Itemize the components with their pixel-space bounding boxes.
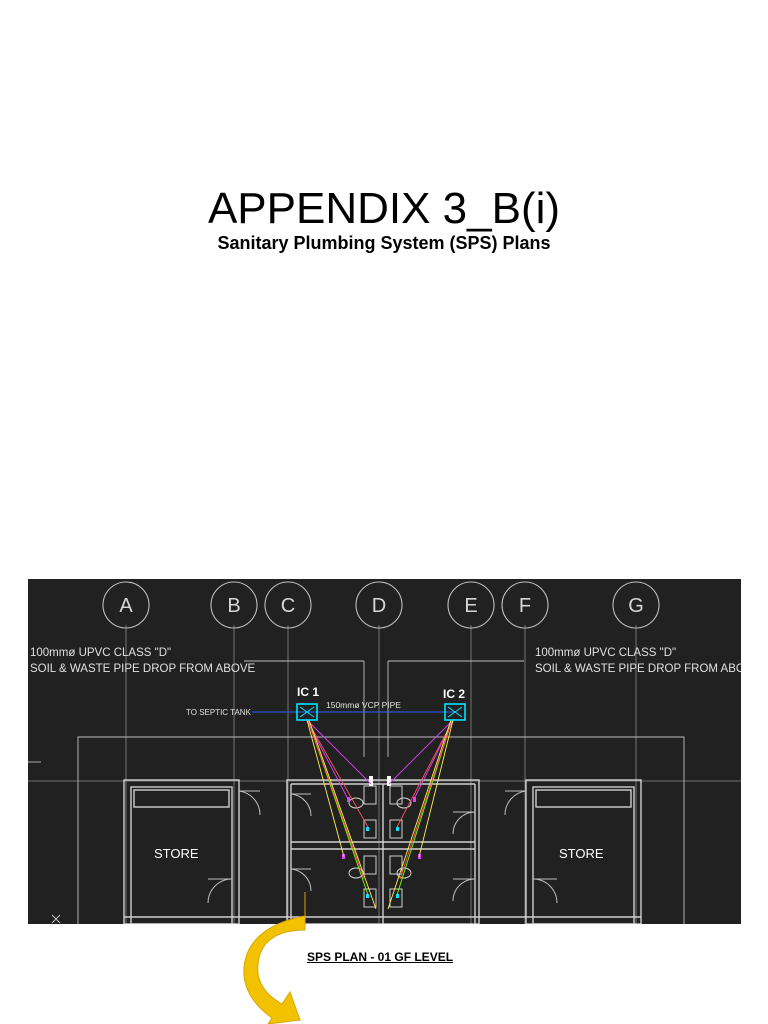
door-swing-toilet-3 xyxy=(452,811,476,835)
store-left-inner xyxy=(130,786,233,924)
door-swing-store-left xyxy=(207,878,233,904)
grid-labels: A B C D E F G xyxy=(119,595,643,617)
inspection-chambers xyxy=(296,703,466,721)
pipe-ic2-red-2 xyxy=(399,719,453,880)
pipe-ic1-red-2 xyxy=(307,719,365,880)
grid-bubble-c xyxy=(264,581,312,629)
grid-label-b: B xyxy=(227,595,240,617)
fixture-7 xyxy=(363,888,377,908)
fixture-4 xyxy=(389,819,403,839)
door-swing-toilet-1 xyxy=(290,793,312,817)
grid-bubble-d xyxy=(355,581,403,629)
store-right-shelf xyxy=(535,789,632,808)
building-outline xyxy=(28,660,685,924)
note-left-line-2: SOIL & WASTE PIPE DROP FROM ABOVE xyxy=(30,663,255,675)
grid-lines xyxy=(28,625,741,924)
marker-m2 xyxy=(413,797,416,802)
ic2-chamber-icon xyxy=(444,703,466,721)
pipe-ic2-yellow xyxy=(418,719,454,858)
door-swing-toilet-4 xyxy=(452,878,476,902)
grid-bubble-a xyxy=(102,581,150,629)
fixture-2 xyxy=(389,785,403,805)
grid-label-g: G xyxy=(628,595,644,617)
cad-plan-svg: A B C D E F G xyxy=(28,581,741,924)
grid-label-a: A xyxy=(119,595,133,617)
basin-1 xyxy=(348,797,364,809)
store-left-room xyxy=(123,779,240,924)
store-left-shelf xyxy=(133,789,230,808)
cad-annotations: 100mmø UPVC CLASS "D" SOIL & WASTE PIPE … xyxy=(30,647,741,861)
marker-c4 xyxy=(396,894,399,898)
grid-bubble-f xyxy=(501,581,549,629)
fixture-8 xyxy=(389,888,403,908)
curved-arrow-shape xyxy=(243,892,306,1024)
door-swing-store-right xyxy=(532,878,558,904)
basin-2 xyxy=(396,797,412,809)
room-walls xyxy=(123,779,642,924)
grid-label-d: D xyxy=(372,595,386,617)
store-right-room xyxy=(525,779,642,924)
note-right-line-1: 100mmø UPVC CLASS "D" xyxy=(535,647,676,659)
fixture-1 xyxy=(363,785,377,805)
page-title: APPENDIX 3_B(i) xyxy=(207,184,561,233)
store-left-label: STORE xyxy=(154,846,199,861)
fixture-5 xyxy=(363,855,377,875)
ic1-chamber-icon xyxy=(296,703,318,721)
door-swings xyxy=(207,790,558,904)
pipes-ic1 xyxy=(305,718,377,910)
pipe-ic1-yellow xyxy=(306,719,345,858)
grid-bubble-b xyxy=(210,581,258,629)
pipes-ic2 xyxy=(387,718,455,910)
pipe-ic2-magenta xyxy=(388,718,455,785)
pipe-ic1-magenta xyxy=(305,718,372,785)
grid-label-c: C xyxy=(281,595,295,617)
marker-c1 xyxy=(366,827,369,831)
pipe-markers xyxy=(342,776,421,898)
pipe-ic2-red xyxy=(396,719,454,828)
vcp-pipe-label: 150mmø VCP PIPE xyxy=(326,700,401,710)
store-right-inner xyxy=(532,786,635,924)
ic1-label: IC 1 xyxy=(297,685,319,699)
curved-arrow-icon xyxy=(243,892,306,1024)
marker-m1 xyxy=(347,797,350,802)
toilet-block xyxy=(286,779,480,924)
fixture-6 xyxy=(389,855,403,875)
door-swing-toilet-2 xyxy=(290,868,312,892)
plan-caption: SPS PLAN - 01 GF LEVEL xyxy=(307,950,454,964)
grid-bubble-g xyxy=(612,581,660,629)
grid-label-e: E xyxy=(464,595,477,617)
x-mark xyxy=(51,914,61,924)
marker-c3 xyxy=(366,894,369,898)
fixture-3 xyxy=(363,819,377,839)
pipe-ic1-red xyxy=(306,719,369,828)
grid-label-f: F xyxy=(519,595,531,617)
septic-tank-label: TO SEPTIC TANK xyxy=(186,708,252,717)
door-swing-right-corridor xyxy=(504,790,527,816)
pipe-ic1-yellow-2 xyxy=(308,719,377,910)
marker-stack-right xyxy=(387,776,391,786)
page-subtitle: Sanitary Plumbing System (SPS) Plans xyxy=(217,233,551,253)
note-right-line-2: SOIL & WASTE PIPE DROP FROM ABOVE xyxy=(535,663,741,675)
outer-boundary xyxy=(77,736,685,924)
grid-bubbles xyxy=(102,581,660,629)
sps-plan-drawing: A B C D E F G xyxy=(28,579,741,924)
ic2-chamber-cross xyxy=(447,706,463,718)
grid-bubble-e xyxy=(447,581,495,629)
fixtures xyxy=(348,785,412,908)
ic1-chamber-cross xyxy=(299,706,315,718)
door-swing-left-corridor xyxy=(238,790,261,816)
note-left-line-1: 100mmø UPVC CLASS "D" xyxy=(30,647,171,659)
marker-stack-left xyxy=(369,776,373,786)
pipe-ic2-yellow-2 xyxy=(387,719,452,910)
marker-c2 xyxy=(396,827,399,831)
store-right-label: STORE xyxy=(559,846,604,861)
ic2-label: IC 2 xyxy=(443,687,465,701)
